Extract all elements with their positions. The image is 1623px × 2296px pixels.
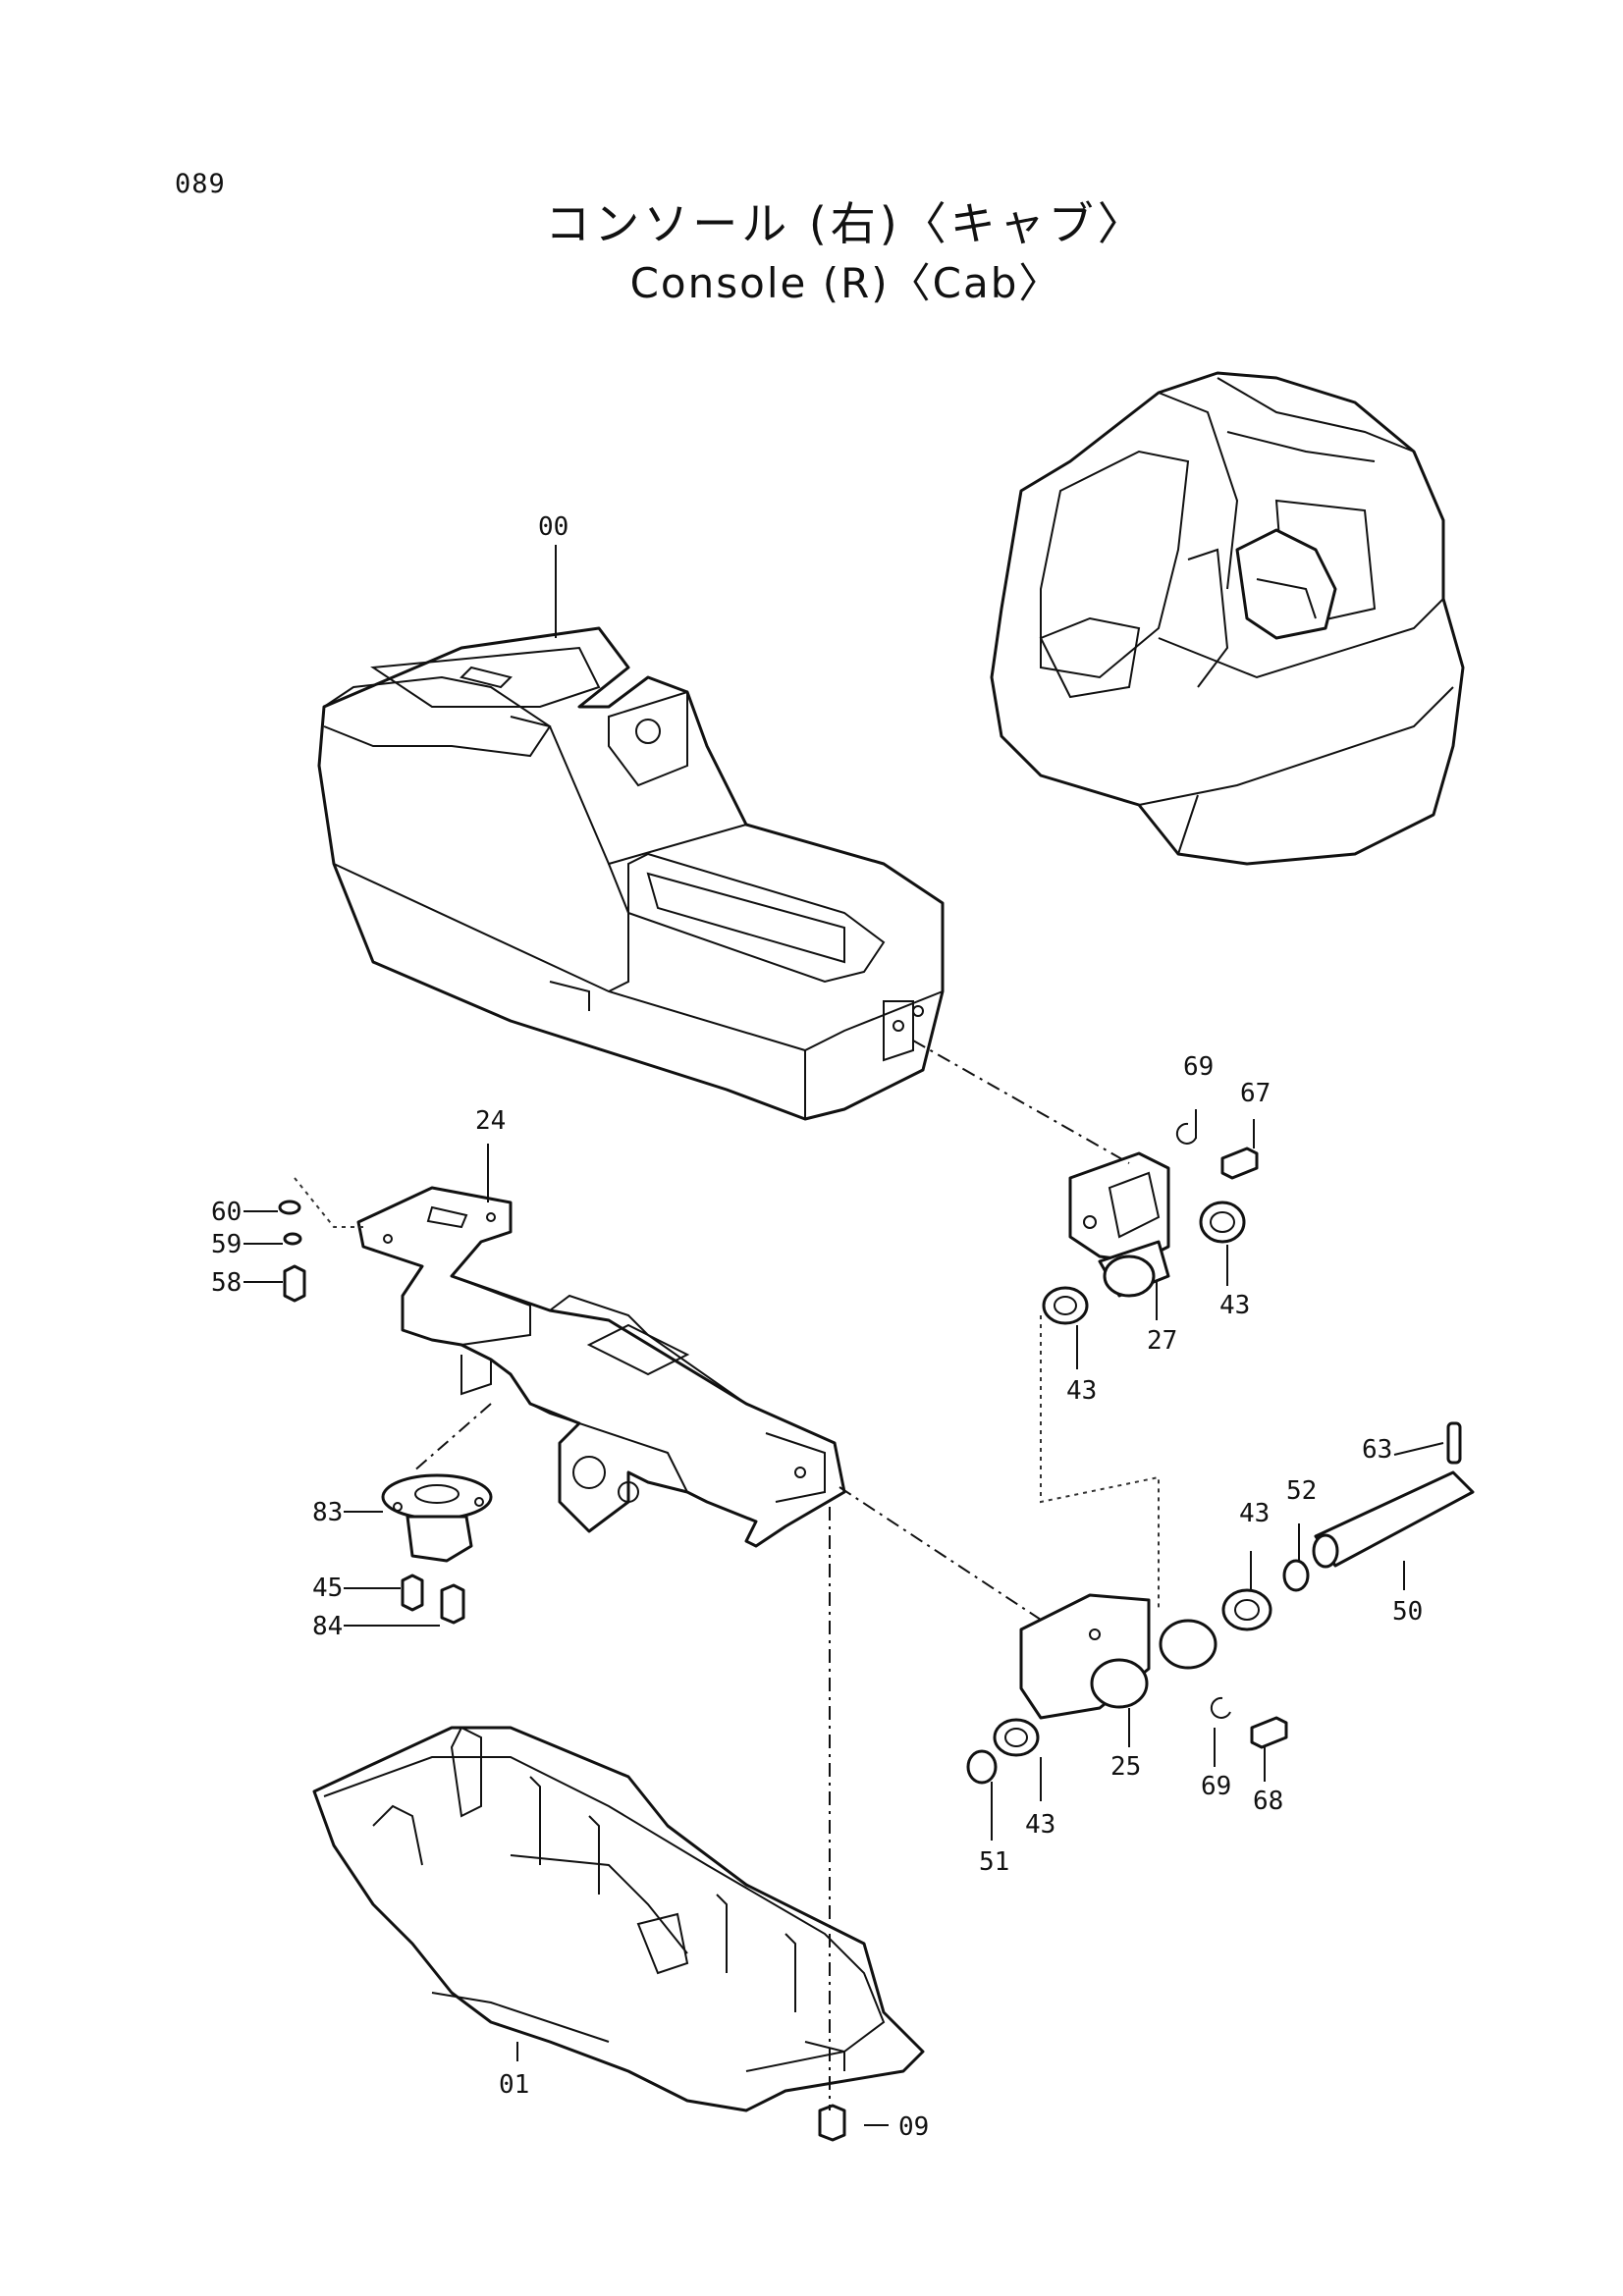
console-upper-cover — [317, 626, 945, 1121]
part-labels: 00 01 09 24 25 27 43 43 43 43 45 50 51 5… — [211, 512, 1423, 2142]
pivot-housing-27 — [1098, 1240, 1170, 1298]
lower-pivot-bracket-25 — [1019, 1593, 1217, 1720]
bushing-43-upper-left — [1042, 1286, 1089, 1325]
washers — [278, 1122, 1310, 1785]
label-00: 00 — [538, 512, 568, 542]
label-27: 27 — [1147, 1326, 1177, 1356]
label-68: 68 — [1253, 1787, 1283, 1816]
label-51: 51 — [979, 1847, 1009, 1877]
label-84: 84 — [312, 1612, 343, 1641]
label-45: 45 — [312, 1574, 343, 1603]
assembly-lines — [294, 1040, 1160, 2110]
label-43-upper-right: 43 — [1219, 1291, 1250, 1320]
label-67: 67 — [1240, 1079, 1271, 1108]
page-number: 089 — [175, 169, 226, 199]
label-01: 01 — [499, 2070, 529, 2100]
label-83: 83 — [312, 1498, 343, 1527]
title-english: Console (R)〈Cab〉 — [629, 259, 1062, 307]
bushing-43-lower-right — [1221, 1588, 1272, 1631]
console-lower-cover — [312, 1726, 925, 2112]
title-japanese: コンソール (右)〈キャブ〉 — [545, 197, 1147, 250]
label-25: 25 — [1110, 1752, 1141, 1782]
label-52: 52 — [1286, 1476, 1317, 1506]
label-43-upper-left: 43 — [1066, 1376, 1097, 1406]
label-69-lower: 69 — [1201, 1772, 1231, 1801]
console-frame — [356, 1186, 846, 1548]
label-50: 50 — [1392, 1597, 1423, 1627]
bolts — [283, 1147, 1288, 2142]
label-43-lower-left: 43 — [1025, 1810, 1055, 1840]
label-59: 59 — [211, 1230, 242, 1259]
label-58: 58 — [211, 1268, 242, 1298]
label-09: 09 — [898, 2112, 929, 2142]
label-43-lower-right: 43 — [1239, 1499, 1270, 1528]
leader-lines — [243, 545, 1444, 2126]
cab-location-illustration — [990, 371, 1465, 866]
label-24: 24 — [475, 1106, 506, 1136]
bushing-43-lower-left — [993, 1718, 1040, 1757]
label-69-upper: 69 — [1183, 1052, 1214, 1082]
pin-50 — [1312, 1470, 1475, 1569]
spring-pin-63 — [1446, 1421, 1462, 1465]
bushing-43-upper-right — [1199, 1201, 1246, 1244]
label-60: 60 — [211, 1198, 242, 1227]
label-63: 63 — [1362, 1435, 1392, 1465]
mount-bracket — [381, 1473, 493, 1563]
